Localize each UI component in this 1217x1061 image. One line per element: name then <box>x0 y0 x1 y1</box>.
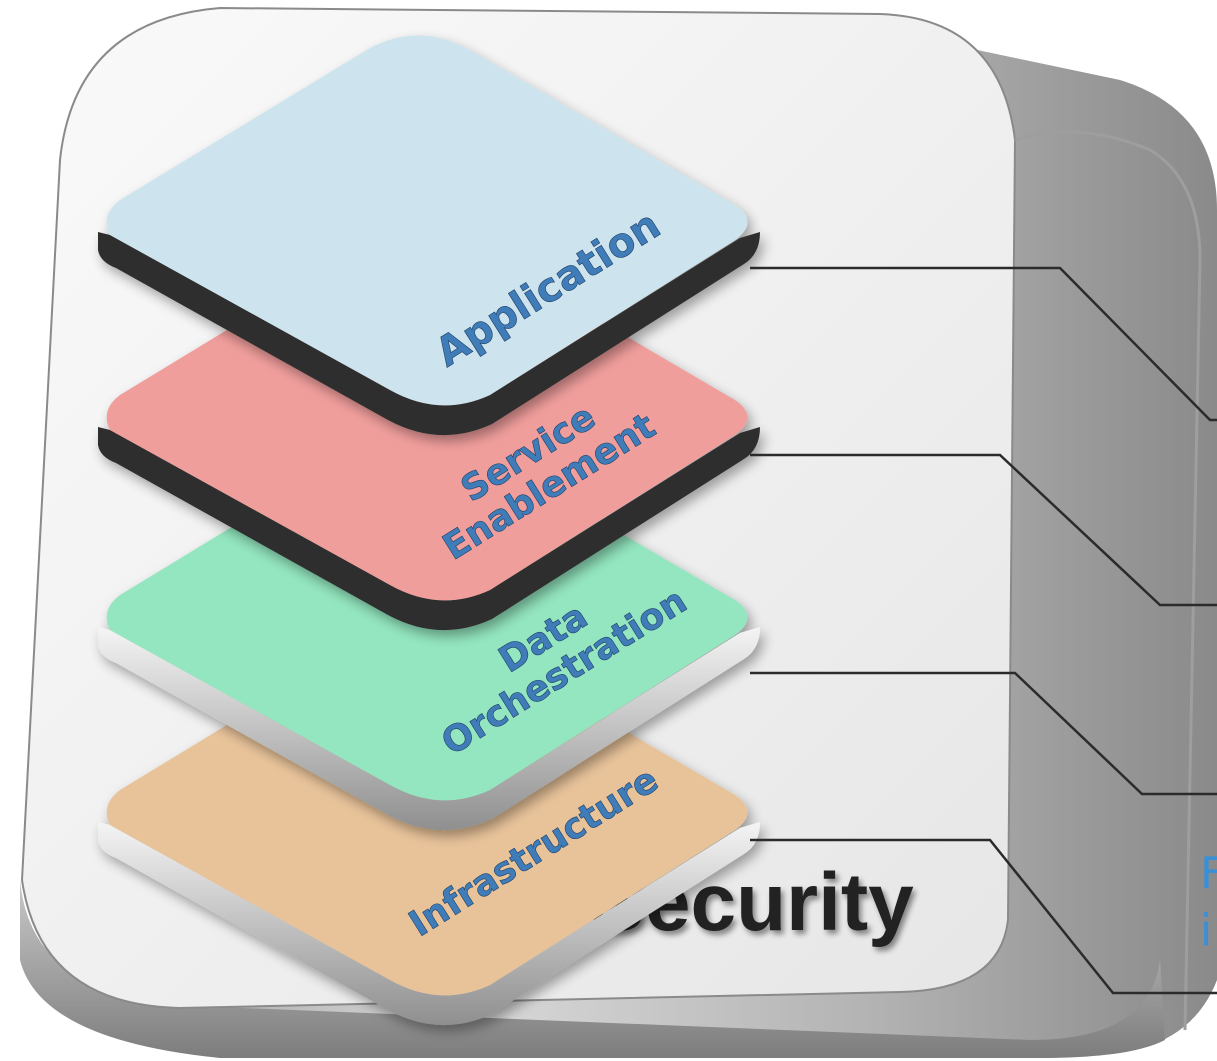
connector-data-orchestration <box>750 671 1217 796</box>
container-bottom-face <box>20 880 1165 1058</box>
layer-edge-data-orchestration <box>98 627 760 831</box>
layer-stack: InfrastructureDataOrchestrationServiceEn… <box>98 35 760 1026</box>
layer-edge-infrastructure <box>98 822 760 1026</box>
connector-application <box>750 266 1217 422</box>
layer-edge-service-enablement <box>98 427 760 631</box>
edge-text-top: F <box>1200 848 1217 899</box>
container-rim <box>1014 130 1202 1031</box>
connector-lines <box>750 266 1217 995</box>
edge-text-bottom: i <box>1200 905 1212 956</box>
layer-face-application <box>106 35 748 406</box>
connector-infrastructure <box>750 838 1217 995</box>
layer-edge-application <box>98 232 760 436</box>
connector-service-enablement <box>750 453 1217 607</box>
